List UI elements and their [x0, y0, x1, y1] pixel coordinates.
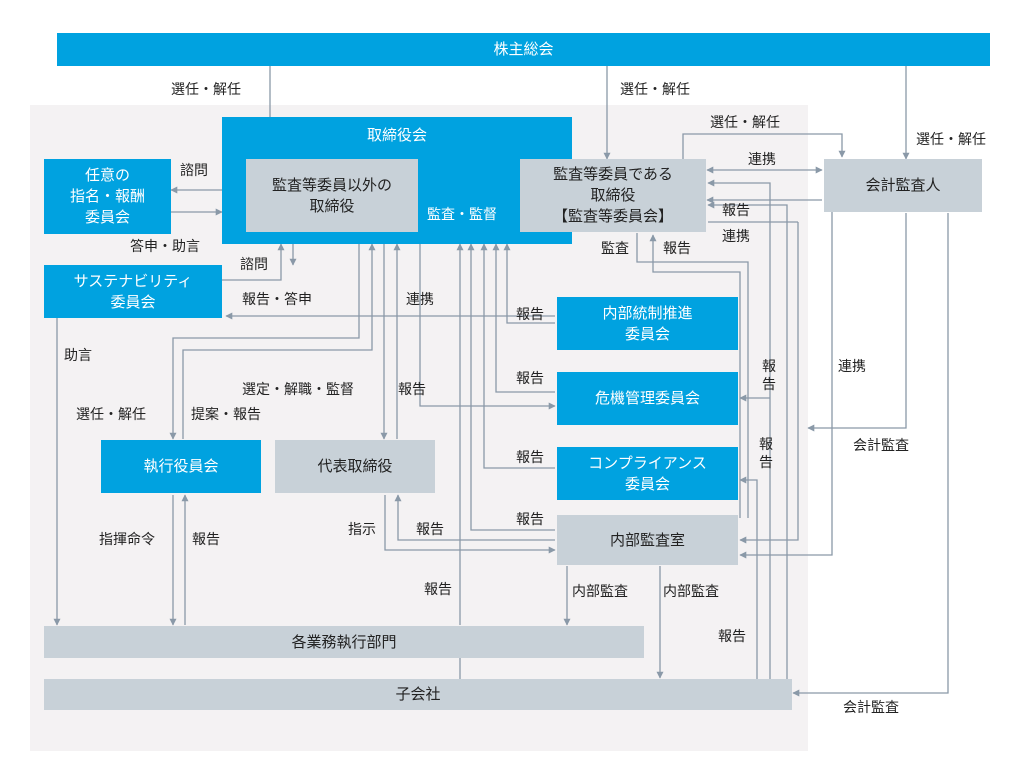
label-advice: 助言: [64, 348, 92, 364]
label-report-bottom-right: 報告: [718, 629, 746, 645]
arrow-risk-report: [492, 243, 555, 393]
label-report-instruction: 報告: [416, 522, 444, 538]
risk-management-committee: 危機管理委員会: [557, 372, 738, 425]
label-report-vertical-1: 報 告: [762, 359, 776, 393]
label-propose-report: 提案・報告: [191, 407, 261, 423]
arrow-directors-to-executive: [169, 244, 360, 440]
arrow-executive-to-directors: [182, 243, 376, 439]
label-elect-executive: 選任・解任: [76, 407, 146, 423]
sustainability-committee: サステナビリティ 委員会: [44, 265, 222, 318]
arrow-accounting-audit-mid: [807, 213, 907, 432]
label-report-subsidiary: 報告: [424, 582, 452, 598]
representative-director: 代表取締役: [275, 440, 435, 493]
shareholders-meeting: 株主総会: [57, 33, 990, 66]
arrow-subsidiary-report-audit-1: [707, 201, 788, 680]
label-instruction: 指示: [348, 522, 376, 538]
nomination-compensation-committee: 任意の 指名・報酬 委員会: [44, 159, 171, 234]
label-report: 報告: [663, 241, 691, 257]
arrow-to-risk-committee: [419, 244, 556, 410]
label-internal-audit-1: 内部監査: [572, 584, 628, 600]
arrow-rep-instruction: [384, 495, 556, 554]
label-accounting-audit-bottom: 会計監査: [843, 700, 899, 716]
business-divisions: 各業務執行部門: [44, 626, 644, 658]
label-audit-supervise: 監査・監督: [427, 207, 497, 223]
label-accounting-audit-mid: 会計監査: [853, 438, 909, 454]
label-cooperate-accounting-internal: 連携: [838, 359, 866, 375]
audit-committee-directors: 監査等委員である 取締役 【監査等委員会】: [520, 159, 706, 232]
label-report-rep: 報告: [398, 382, 426, 398]
directors-non-audit: 監査等委員以外の 取締役: [246, 159, 418, 232]
label-report-internal-control: 報告: [516, 307, 544, 323]
arrow-accounting-to-internal-audit: [739, 186, 836, 559]
arrow-accounting-audit-bottom: [792, 213, 949, 697]
internal-control-committee: 内部統制推進 委員会: [557, 297, 738, 350]
arrow-compliance-report: [480, 243, 555, 469]
label-report-internal-audit: 報告: [516, 512, 544, 528]
arrow-subsidiary-report-audit-2: [707, 179, 771, 680]
label-report-risk: 報告: [516, 371, 544, 387]
arrow-internal-control-report: [503, 243, 555, 324]
label-cooperate-internal: 連携: [406, 292, 434, 308]
label-consult-sustainability: 諮問: [240, 257, 268, 273]
label-internal-audit-2: 内部監査: [663, 584, 719, 600]
label-elect-left: 選任・解任: [171, 82, 241, 98]
label-elect-top: 選任・解任: [710, 115, 780, 131]
accounting-auditor: 会計監査人: [824, 159, 982, 212]
compliance-committee: コンプライアンス 委員会: [557, 447, 738, 500]
label-cooperate-top: 連携: [748, 152, 776, 168]
arrow-report-compliance-committee: [739, 476, 758, 680]
arrow-audit-select-accounting: [682, 133, 846, 159]
label-cooperate-mid: 連携: [722, 229, 750, 245]
subsidiaries: 子会社: [44, 679, 792, 710]
label-report-vertical-2: 報 告: [759, 437, 773, 471]
label-elect-middle: 選任・解任: [620, 82, 690, 98]
label-report-compliance: 報告: [516, 450, 544, 466]
label-report-exec: 報告: [192, 532, 220, 548]
label-audit: 監査: [601, 241, 629, 257]
board-title: 取締役会: [366, 126, 427, 144]
label-report-answer-sustainability: 報告・答申: [242, 292, 312, 308]
label-report-advise-nomination: 答申・助言: [130, 239, 200, 255]
internal-audit-office: 内部監査室: [557, 515, 738, 565]
label-report-accounting: 報告: [722, 203, 750, 219]
label-command: 指揮命令: [99, 532, 155, 548]
label-consult-nomination: 諮問: [180, 163, 208, 179]
executive-officers-committee: 執行役員会: [101, 440, 261, 493]
label-select-dismiss-supervise: 選定・解職・監督: [242, 382, 354, 398]
arrow-internal-audit-report-1: [467, 243, 555, 531]
label-elect-right: 選任・解任: [916, 132, 986, 148]
arrow-internal-audit-report-rep: [394, 494, 555, 541]
